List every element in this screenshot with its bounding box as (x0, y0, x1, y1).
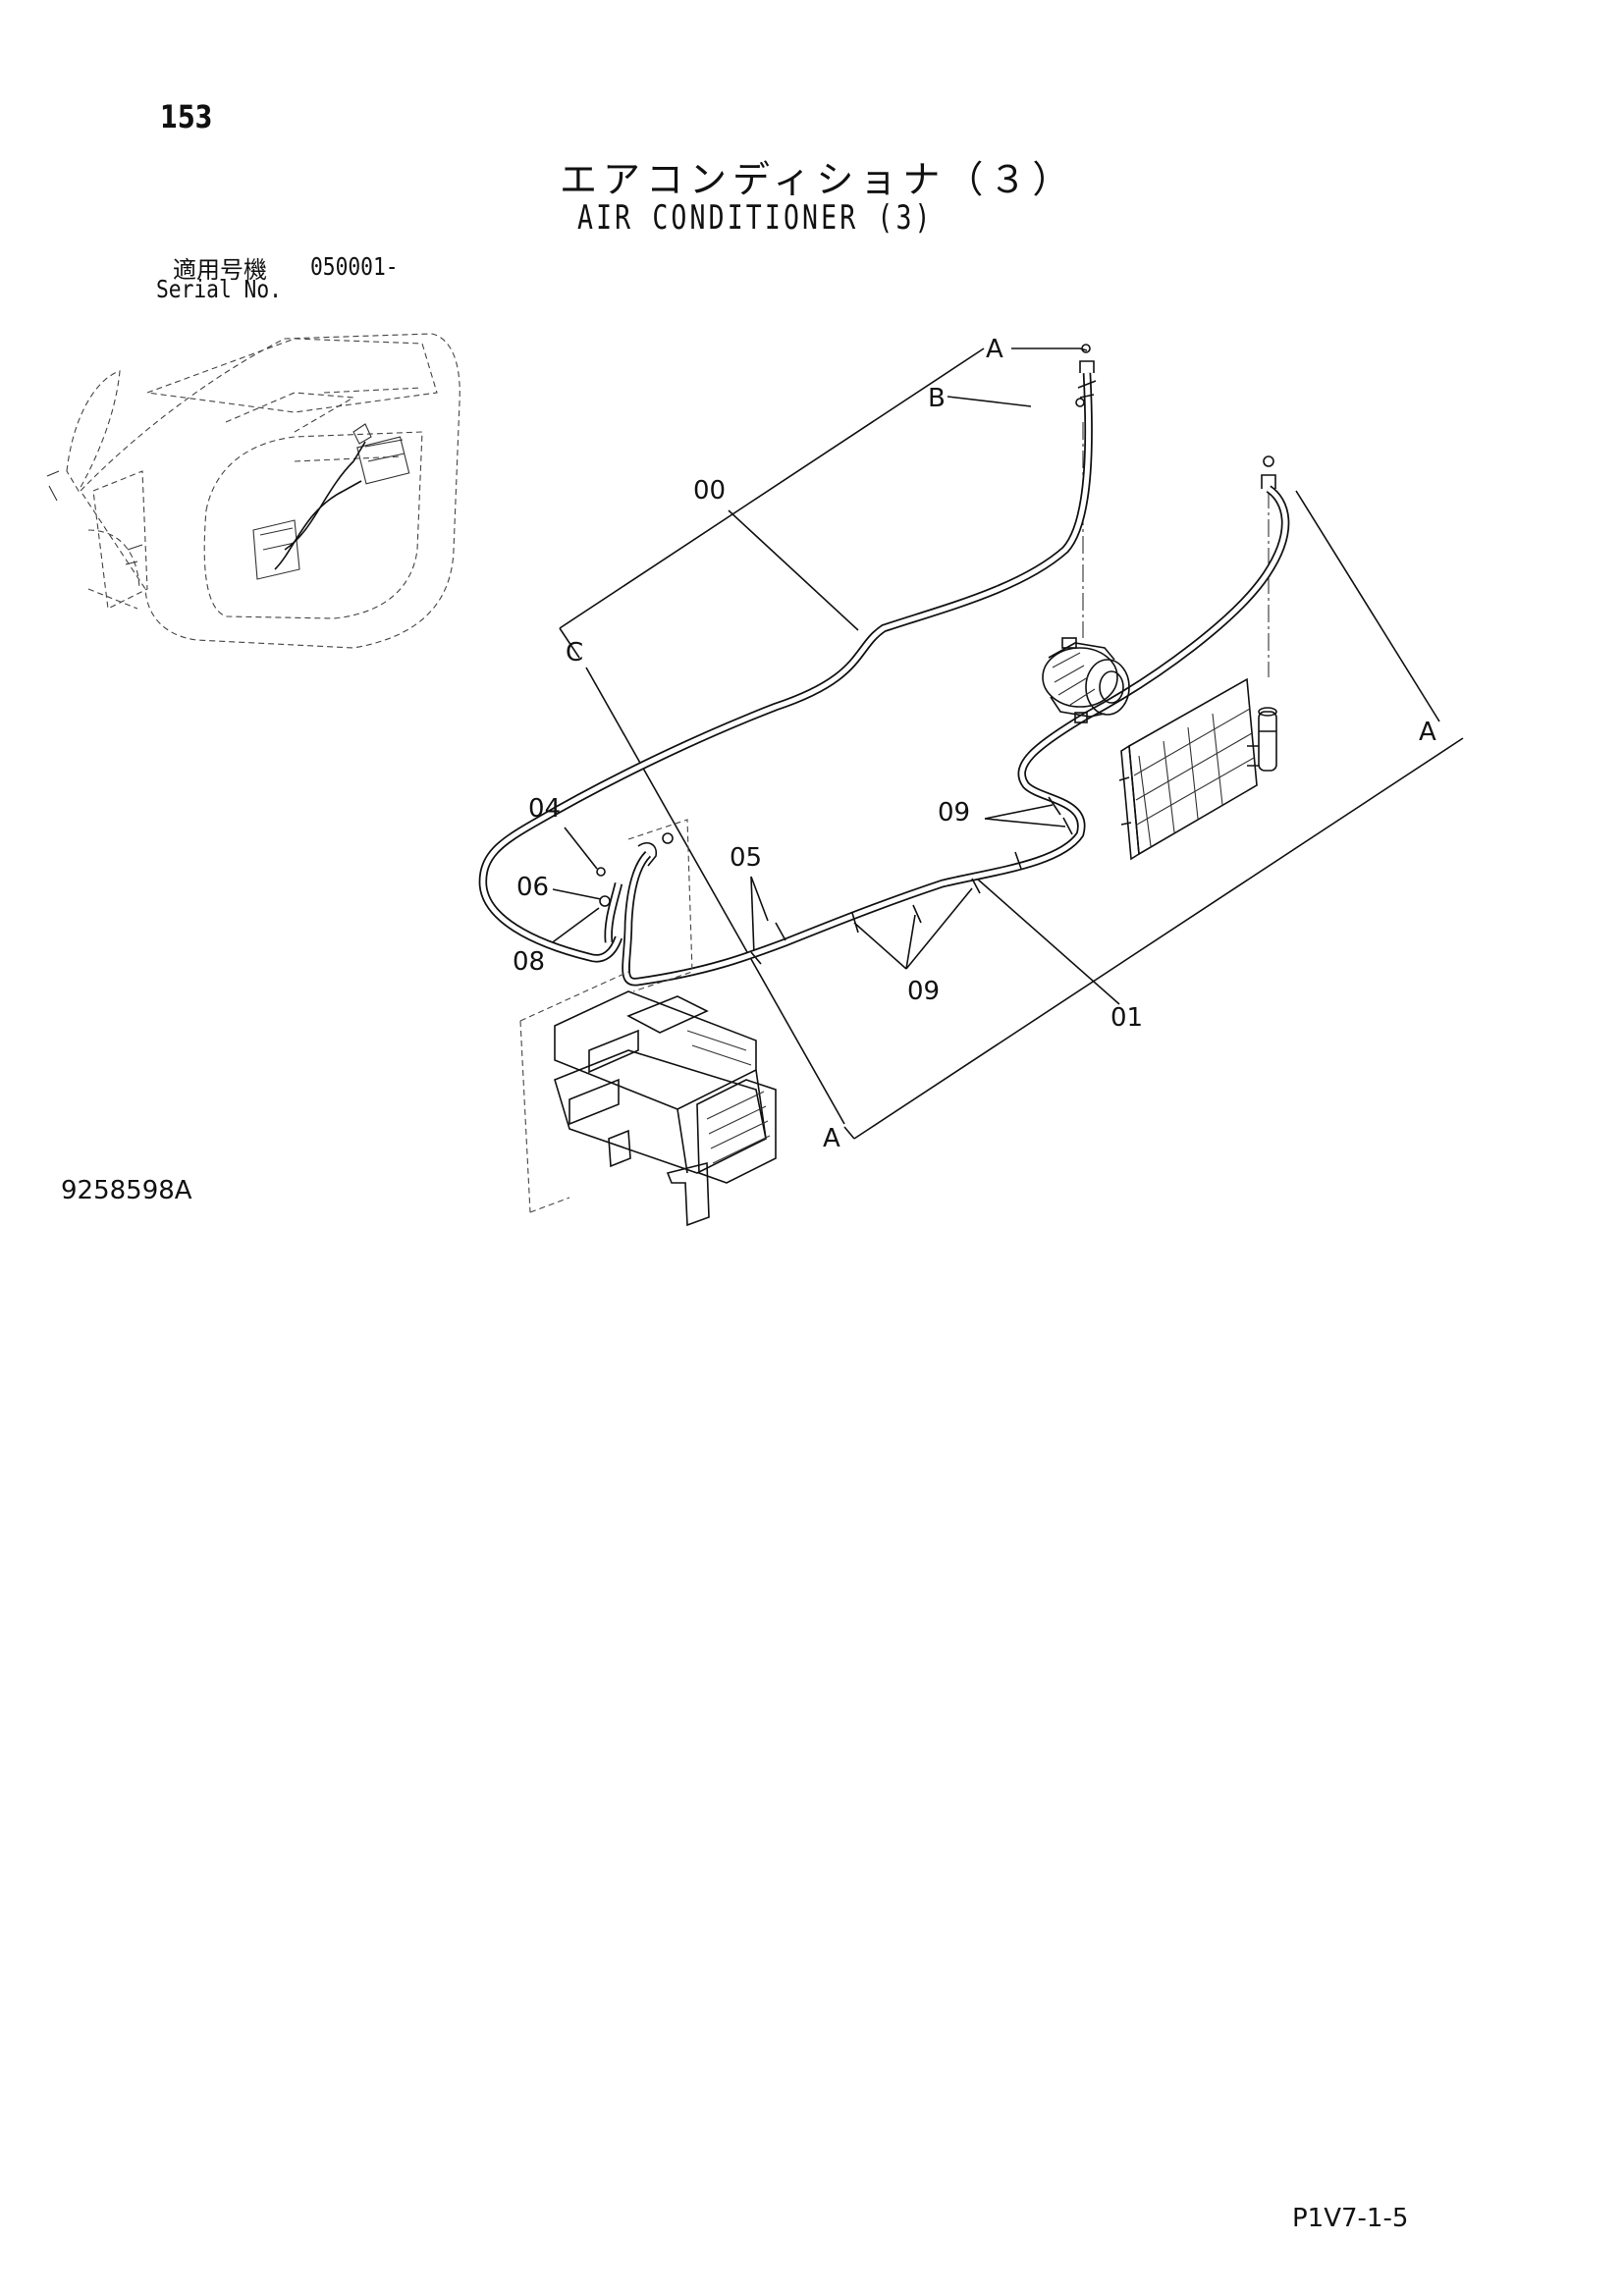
callout-part-09-bottom: 09 (907, 977, 940, 1006)
callout-ref-b: B (928, 384, 946, 413)
callout-part-08: 08 (513, 947, 545, 977)
callout-part-04: 04 (528, 794, 561, 824)
callout-part-06: 06 (516, 873, 549, 902)
callout-ref-a-top: A (986, 335, 1003, 364)
callout-part-00: 00 (693, 476, 726, 506)
page-code: P1V7-1-5 (1292, 2204, 1409, 2233)
page-title-jp: エアコンディショナ（３） (560, 158, 1076, 201)
reference-lines (549, 347, 1464, 1140)
page-number: 153 (160, 98, 213, 135)
callout-part-01: 01 (1110, 1003, 1143, 1033)
callout-labels: A B 00 C A 04 09 05 06 08 09 01 A (513, 335, 1436, 1153)
callout-ref-a-bottom: A (823, 1124, 840, 1153)
page-title-en: AIR CONDITIONER (3) (577, 198, 934, 238)
callout-ref-c: C (566, 638, 583, 667)
compressor-drawing (1042, 637, 1130, 723)
air-conditioner-unit-drawing (519, 819, 777, 1227)
serial-range: 050001- (310, 252, 399, 281)
callout-ref-a-right: A (1419, 718, 1436, 747)
serial-label-en: Serial No. (156, 275, 282, 303)
cab-overview-drawing (46, 333, 460, 649)
callout-part-05: 05 (730, 843, 762, 873)
figure-number: 9258598A (61, 1176, 192, 1205)
serial-label-jp: 適用号機 (173, 256, 267, 284)
callout-part-09-top: 09 (938, 798, 970, 828)
hose-assembly-drawing (478, 344, 1290, 987)
condenser-drawing (1118, 677, 1277, 861)
